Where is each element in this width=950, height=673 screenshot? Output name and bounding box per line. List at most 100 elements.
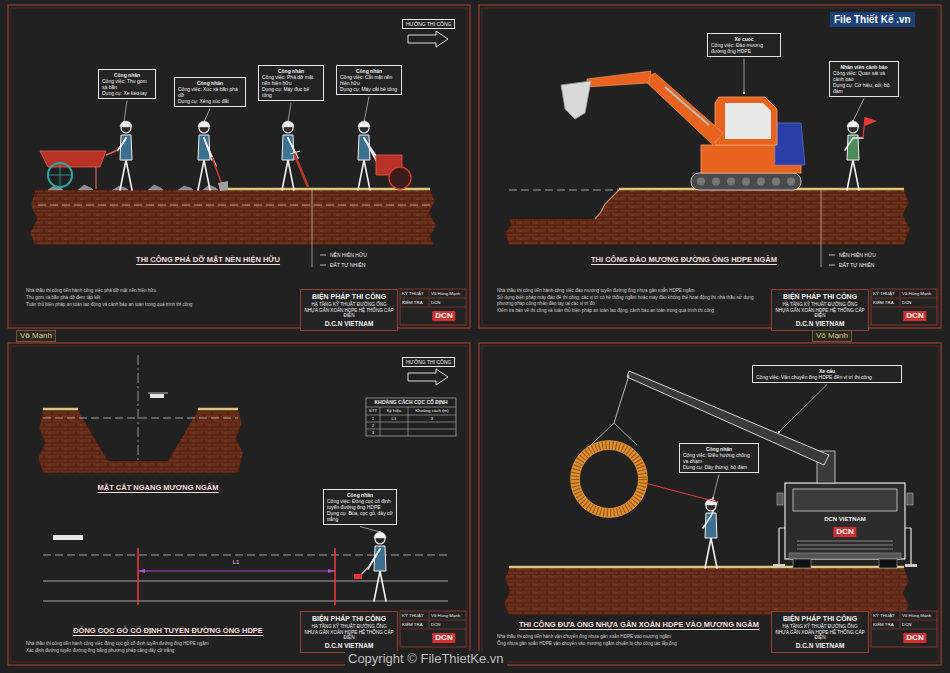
table-cell: KIỂM TRA	[873, 300, 894, 306]
title-block-rule	[400, 620, 466, 621]
rubble	[78, 185, 93, 190]
table-cell: KIỂM TRA	[402, 622, 423, 628]
level-symbol	[150, 394, 164, 398]
warning-flag	[865, 117, 877, 126]
leader-line	[124, 101, 127, 123]
title-block-text: D.C.N VIETNAM	[775, 320, 865, 328]
table-cell: KIỂM TRA	[873, 622, 894, 628]
panel-frame	[11, 8, 467, 325]
worker-leg	[853, 160, 859, 190]
callout-box: Xe cẩuCông việc: Vận chuyển ống HDPE đến…	[752, 365, 902, 383]
worker-figure	[198, 121, 216, 190]
cutter-blade	[389, 167, 411, 189]
callout-heading: Xe cuốc	[711, 36, 777, 42]
callout-text: Công việc: Điều hướng chống va chạm	[683, 452, 755, 464]
jackhammer-handle	[290, 151, 300, 154]
drawing-panel	[479, 343, 941, 665]
counterweight	[775, 123, 805, 165]
soil-section	[505, 190, 910, 245]
title-block-cells	[400, 611, 466, 647]
callout-box: Nhân viên cảnh báoCông việc: Quan sát và…	[829, 61, 899, 97]
direction-label: HƯỚNG THI CÔNG	[406, 359, 451, 365]
worker-leg	[374, 571, 380, 601]
hard-hat	[847, 121, 859, 127]
hard-hat	[198, 121, 210, 127]
callout-text: Công việc: Cắt mặt nền hiện hữu	[340, 74, 398, 86]
rubble	[148, 185, 163, 190]
panel-frame	[479, 343, 941, 665]
title-block-cells	[871, 289, 937, 325]
leader-dot	[743, 92, 745, 94]
level-line	[312, 189, 313, 267]
windshield	[793, 489, 897, 511]
drawing-panel	[479, 5, 941, 328]
note-text: Nhà thầu thi công tiến hành công việc đó…	[26, 641, 291, 647]
leader-line	[853, 99, 864, 122]
callout-heading: Công nhân	[178, 80, 242, 86]
worker-leg	[126, 160, 132, 190]
cart-handle	[106, 150, 118, 155]
panel-title: MẶT CẮT NGANG MƯƠNG NGẦM	[98, 483, 219, 493]
dimension-label: L1	[232, 559, 241, 566]
truck-grille	[797, 545, 893, 546]
callout-box: Công nhânCông việc: Thu gom xà bầnDụng c…	[98, 69, 156, 99]
watermark-text: Copyright © FileThietKe.vn	[345, 651, 507, 666]
note-text: Tuân thủ biện pháp an toàn lao động và c…	[26, 302, 291, 308]
crane-boom	[627, 371, 829, 465]
worker-arm	[853, 137, 863, 139]
shovel	[212, 157, 222, 185]
company-logo: DCN	[432, 633, 455, 643]
hard-hat	[358, 121, 370, 127]
track-roller	[712, 178, 720, 186]
rubble	[178, 186, 193, 190]
direction-label: HƯỚNG THI CÔNG	[406, 21, 451, 27]
table-cell: 3	[372, 430, 374, 436]
table-header: KHOẢNG CÁCH CỌC CỐ ĐỊNH	[374, 399, 447, 406]
truck-grille	[797, 541, 893, 542]
existing-surface	[509, 566, 904, 569]
excavator-boom	[643, 73, 723, 145]
leader-line	[713, 475, 719, 499]
leader-line	[288, 103, 291, 123]
worker-leg	[204, 160, 210, 190]
title-block-text: BIỆN PHÁP THI CÔNG	[775, 614, 865, 623]
reference-line	[43, 418, 238, 419]
jackhammer	[294, 153, 308, 187]
table-rule	[366, 407, 456, 408]
callout-box: Công nhânCông việc: Xúc xà bần phá dỡDụn…	[174, 77, 246, 107]
existing-surface	[43, 408, 78, 411]
worker-arm	[118, 138, 126, 150]
leader-dot	[379, 531, 381, 533]
note-text: Kiểm tra bản vẽ thi công và tuân thủ biệ…	[497, 308, 762, 314]
cab-window	[725, 103, 771, 139]
leader-dot	[363, 121, 365, 123]
title-block-cells	[400, 289, 466, 325]
company-logo: DCN	[833, 527, 856, 537]
watermark-tag: Võ Mạnh	[812, 330, 852, 342]
hard-hat	[120, 121, 132, 127]
table-cell: KỸ THUẬT	[402, 613, 424, 619]
ground-label: NỀN HIỆN HỮU	[330, 252, 367, 258]
excavator-track	[691, 173, 801, 190]
table-cell: KỸ THUẬT	[873, 613, 895, 619]
worker-leg	[288, 160, 294, 190]
callout-heading: Công nhân	[340, 68, 398, 74]
callout-heading: Xe cẩu	[756, 368, 898, 374]
note-text: Thu gom xà bần phá dỡ đem tập kết	[26, 295, 291, 301]
existing-surface	[198, 408, 238, 411]
table-cell: DCN	[431, 622, 441, 628]
worker-arm	[845, 138, 853, 150]
callout-text: Công việc: Xúc xà bần phá dỡ	[178, 86, 242, 98]
worker-leg	[198, 160, 204, 190]
leader-line	[204, 109, 210, 123]
worker-leg	[380, 571, 386, 601]
callout-heading: Công nhân	[102, 72, 152, 78]
callout-heading: Công nhân	[683, 446, 755, 452]
wheel-spoke	[60, 163, 61, 187]
ground-label: NỀN HIỆN HỮU	[839, 252, 876, 258]
truck-wheel	[793, 559, 811, 568]
hydraulic-cylinder	[665, 87, 709, 125]
table-frame	[366, 398, 456, 436]
title-block-text: HẠ TẦNG KỸ THUẬT ĐƯỜNG ỐNG NHỰA GÂN XOẮN…	[304, 624, 394, 641]
